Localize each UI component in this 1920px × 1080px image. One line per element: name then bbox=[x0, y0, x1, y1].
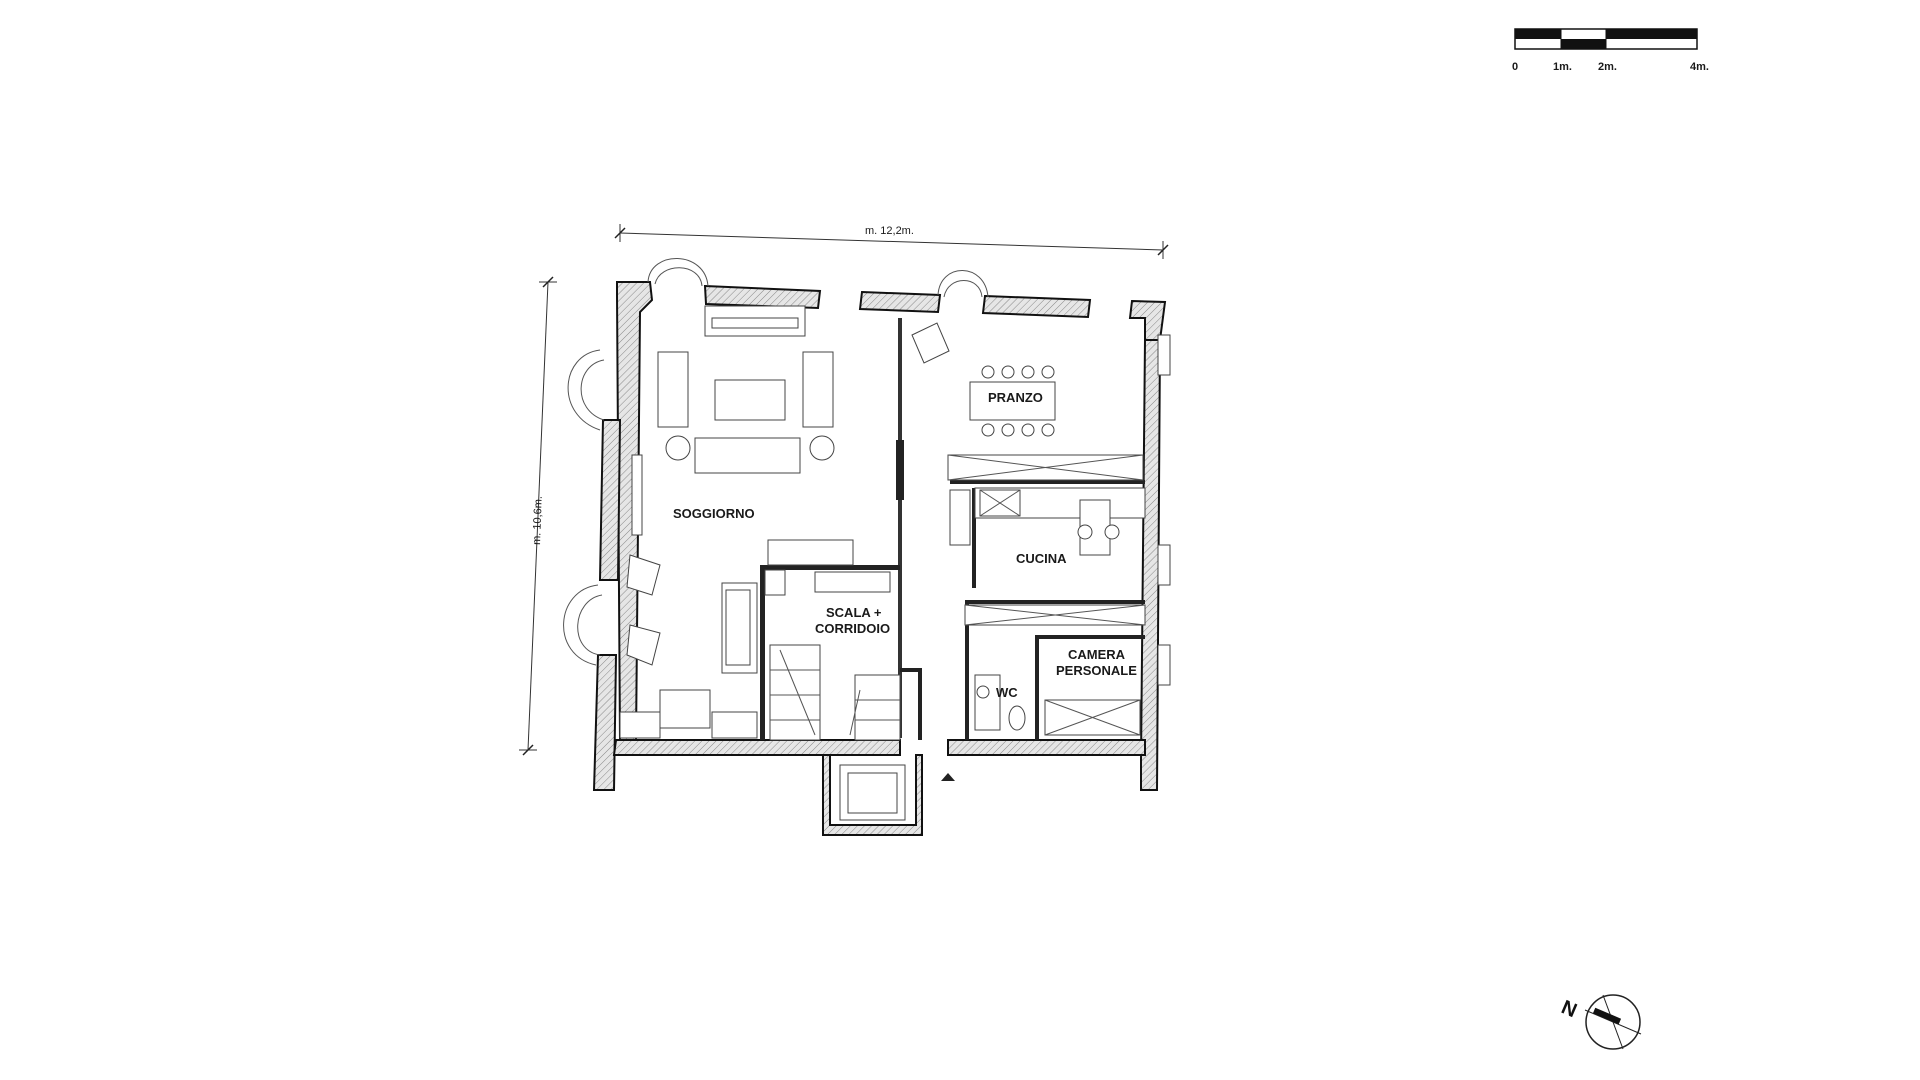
dimension-width-label: m. 12,2m. bbox=[865, 225, 914, 237]
scale-label-4m: 4m. bbox=[1690, 61, 1709, 73]
room-label-soggiorno: SOGGIORNO bbox=[673, 506, 755, 521]
dimension-height: m. 10,6m. bbox=[519, 276, 557, 756]
interior-walls bbox=[760, 318, 1145, 740]
bay-window-top-left bbox=[647, 258, 709, 287]
room-label-cucina: CUCINA bbox=[1016, 551, 1067, 566]
north-arrow: N bbox=[1558, 994, 1642, 1050]
living-room-furniture bbox=[619, 305, 854, 739]
dimension-height-label: m. 10,6m. bbox=[531, 496, 545, 545]
bay-window-left-upper bbox=[567, 349, 605, 431]
room-label-wc: WC bbox=[996, 685, 1018, 700]
staircase bbox=[764, 569, 955, 821]
dining-furniture bbox=[911, 322, 1144, 481]
room-label-scala: SCALA + bbox=[826, 605, 882, 620]
scale-label-0: 0 bbox=[1512, 61, 1518, 73]
exterior-walls bbox=[592, 281, 1167, 836]
scale-label-1m: 1m. bbox=[1553, 61, 1572, 73]
scale-label-2m: 2m. bbox=[1598, 61, 1617, 73]
kitchen-furniture bbox=[949, 487, 1146, 626]
room-label-pranzo: PRANZO bbox=[988, 390, 1043, 405]
window-right-1 bbox=[1157, 334, 1171, 376]
window-right-2 bbox=[1157, 544, 1171, 586]
room-label-corridoio: CORRIDOIO bbox=[815, 621, 890, 636]
dimension-width: m. 12,2m. bbox=[614, 224, 1169, 259]
bay-window-left-lower bbox=[563, 584, 603, 666]
room-label-camera: CAMERA bbox=[1068, 647, 1126, 662]
wc-fixtures bbox=[974, 674, 1141, 736]
room-label-personale: PERSONALE bbox=[1056, 663, 1137, 678]
scale-bar: 0 1m. 2m. 4m. bbox=[1512, 28, 1709, 73]
north-label: N bbox=[1558, 996, 1580, 1022]
window-right-3 bbox=[1157, 644, 1171, 686]
bay-window-top-right bbox=[937, 270, 989, 298]
